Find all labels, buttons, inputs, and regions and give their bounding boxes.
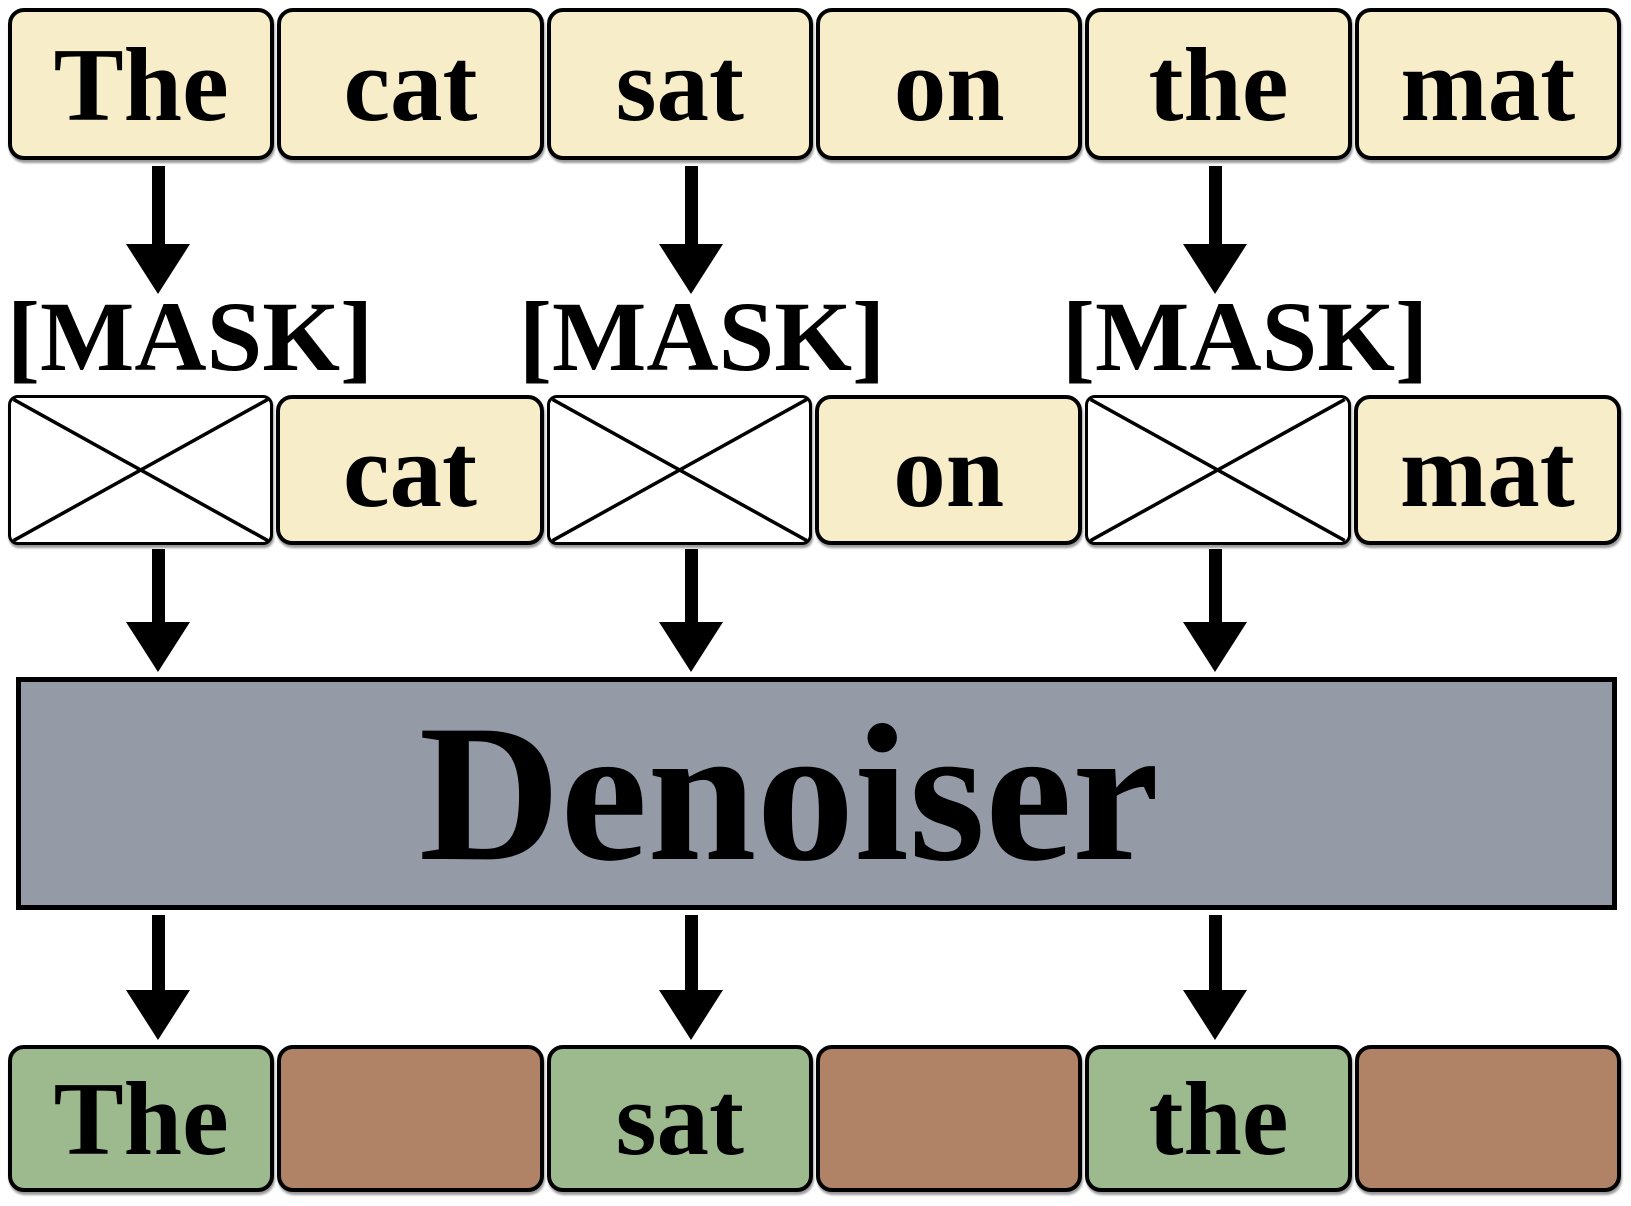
arrow-head: [1183, 622, 1247, 672]
arrow-head: [659, 990, 723, 1040]
predicted-token: the: [1085, 1045, 1352, 1192]
down-arrow-icon: [126, 166, 190, 294]
arrow-shaft: [1208, 915, 1222, 990]
arrow-head: [659, 622, 723, 672]
down-arrow-icon: [1183, 166, 1247, 294]
input-token: the: [1085, 8, 1352, 160]
down-arrow-icon: [1183, 549, 1247, 672]
arrow-shaft: [684, 915, 698, 990]
masked-token-box: [8, 395, 274, 545]
input-token: on: [815, 8, 1083, 160]
arrow-head: [1183, 244, 1247, 294]
arrow-head: [126, 244, 190, 294]
masked-token-box: [546, 395, 812, 545]
predicted-token: The: [8, 1045, 275, 1192]
masked-token-box: [1085, 395, 1351, 545]
down-arrow-icon: [1183, 915, 1247, 1040]
input-token-row: The cat sat on the mat: [8, 8, 1621, 160]
noised-token-row: cat on mat: [8, 395, 1621, 545]
input-token: mat: [1354, 8, 1621, 160]
cross-out-icon: [550, 398, 809, 542]
cross-out-icon: [1088, 398, 1347, 542]
mask-label: [MASK]: [6, 281, 374, 392]
denoiser-block: Denoiser: [16, 677, 1617, 910]
arrow-shaft: [1208, 166, 1222, 244]
input-token: sat: [546, 8, 813, 160]
arrow-head: [126, 622, 190, 672]
unused-slot: [1354, 1045, 1621, 1192]
down-arrow-icon: [659, 915, 723, 1040]
arrow-shaft: [684, 549, 698, 622]
kept-token: on: [814, 395, 1083, 545]
arrow-head: [659, 244, 723, 294]
arrow-head: [126, 990, 190, 1040]
arrow-shaft: [684, 166, 698, 244]
down-arrow-icon: [659, 549, 723, 672]
unused-slot: [815, 1045, 1083, 1192]
arrow-shaft: [151, 166, 165, 244]
down-arrow-icon: [126, 915, 190, 1040]
kept-token: mat: [1353, 395, 1621, 545]
kept-token: cat: [276, 395, 544, 545]
down-arrow-icon: [126, 549, 190, 672]
arrow-shaft: [1208, 549, 1222, 622]
down-arrow-icon: [659, 166, 723, 294]
input-token: cat: [277, 8, 544, 160]
cross-out-icon: [11, 398, 270, 542]
arrow-head: [1183, 990, 1247, 1040]
input-token: The: [8, 8, 275, 160]
predicted-token: sat: [546, 1045, 813, 1192]
unused-slot: [277, 1045, 544, 1192]
mask-label: [MASK]: [1061, 281, 1429, 392]
mask-label: [MASK]: [518, 281, 886, 392]
arrow-shaft: [151, 549, 165, 622]
arrow-shaft: [151, 915, 165, 990]
output-token-row: The sat the: [8, 1045, 1621, 1192]
